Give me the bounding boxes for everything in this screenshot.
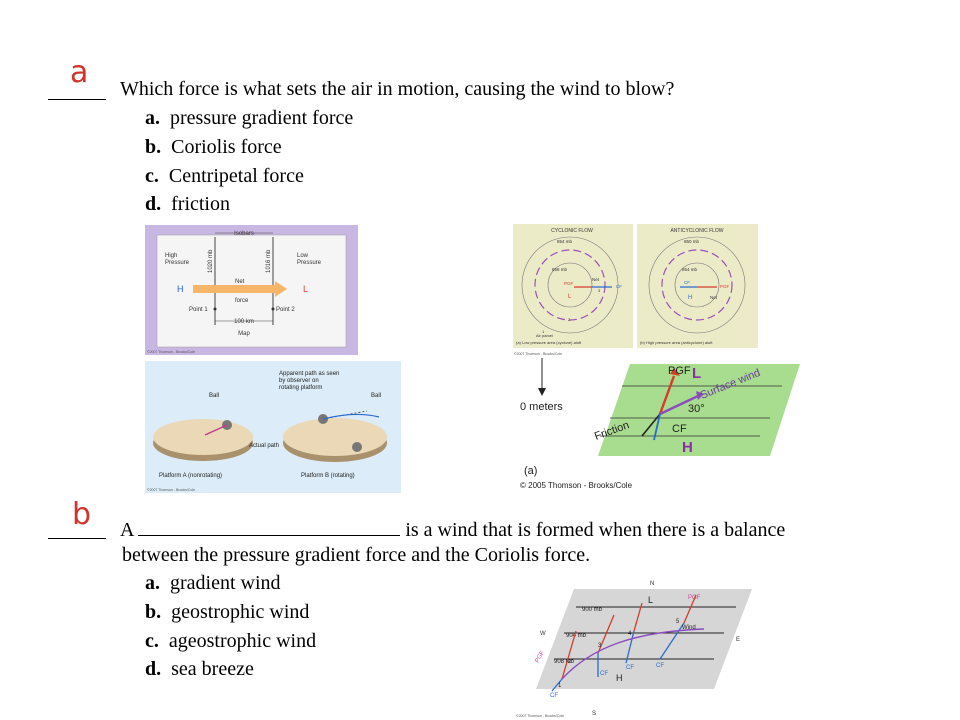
a854-label: 854 mb [682, 267, 698, 272]
geo-num-3: 3 [598, 643, 602, 649]
q2-option-c: c. ageostrophic wind [145, 630, 317, 652]
low-L-label: L [303, 284, 308, 294]
angle-label: 30° [688, 403, 705, 415]
c858-label: 858 mb [552, 267, 568, 272]
surface-wind-figure: 0 meters PGF L Surface wind 30° Friction… [512, 356, 802, 493]
question-1-text: Which force is what sets the air in moti… [120, 78, 675, 100]
map-label: Map [238, 331, 250, 337]
q2-option-b: b. geostrophic wind [145, 601, 310, 623]
ball-label-2: Ball [371, 393, 381, 399]
net-label: Net [235, 279, 245, 285]
isobars-label: Isobars [234, 231, 254, 237]
geo-H-label: H [616, 673, 623, 683]
high-line2: Pressure [165, 260, 190, 266]
c-L-label: L [568, 294, 572, 300]
geo-cf-label-4: CF [656, 663, 664, 669]
handwritten-answer-2: b [72, 497, 92, 532]
pgf-copyright: ©2007 Thomson - Brooks/Cole [147, 350, 195, 354]
north-label: N [650, 581, 654, 587]
zero-meters-label: 0 meters [520, 401, 563, 413]
surface-plane [598, 364, 800, 456]
fill-in-blank [138, 515, 401, 536]
p904-label: 904 mb [566, 633, 587, 639]
subfigure-label: (a) [524, 465, 537, 477]
c-num-1: 1 [542, 329, 545, 334]
geo-cf-label-1: CF [550, 693, 558, 699]
platform-copyright: ©2007 Thomson - Brooks/Cole [147, 488, 195, 492]
surface-copyright: © 2005 Thomson - Brooks/Cole [520, 481, 633, 490]
platform-a-label: Platform A (nonrotating) [159, 473, 222, 479]
cyclonic-title: CYCLONIC FLOW [551, 228, 593, 234]
cf-label: CF [672, 423, 687, 435]
c-num-3: 3 [598, 288, 601, 293]
q1-option-a: a. pressure gradient force [145, 107, 354, 129]
geo-cf-label-2: CF [600, 671, 608, 677]
point2-label: Point 2 [276, 307, 295, 313]
anticyclonic-title: ANTICYCLONIC FLOW [670, 228, 723, 234]
c-pgf-label: PGF [564, 281, 574, 286]
geo-num-5: 5 [676, 619, 680, 625]
actual-path-label: Actual path [249, 443, 279, 449]
q2-option-a: a. gradient wind [145, 572, 281, 594]
person-b2-icon [352, 442, 362, 452]
a850-label: 850 mb [684, 239, 700, 244]
q1-option-b: b. Coriolis force [145, 136, 282, 158]
geo-num-4: 4 [628, 631, 632, 637]
q2-option-d: d. sea breeze [145, 658, 254, 680]
ball-label-1: Ball [209, 393, 219, 399]
handwritten-answer-1: a [70, 55, 89, 90]
caption-b: (b) High pressure area (anticyclone) alo… [640, 340, 713, 345]
west-label: W [540, 631, 546, 637]
distance-label: 100 km [234, 319, 254, 325]
force-label: force [235, 298, 249, 304]
east-label: E [736, 637, 740, 643]
south-label: S [592, 711, 596, 717]
H-label: H [682, 439, 693, 456]
q1-option-c: c. Centripetal force [145, 165, 304, 187]
L-label: L [692, 365, 701, 382]
a-net-label: Net [710, 295, 718, 300]
point1-label: Point 1 [189, 307, 208, 313]
isobar-1020-label: 1020 mb [208, 249, 214, 273]
a-cf-label: CF [684, 280, 690, 285]
cyclonic-flow-figure: CYCLONIC FLOW ANTICYCLONIC FLOW 854 mb 8… [512, 223, 759, 357]
geo-wind-label: Wind [682, 625, 696, 631]
isobar-1016-label: 1016 mb [266, 249, 272, 273]
net-force-arrow [193, 281, 287, 297]
geo-L-label: L [648, 595, 653, 605]
geo-plane [536, 589, 752, 689]
geo-num-2: 2 [568, 659, 572, 665]
flow-copyright: ©2007 Thomson - Brooks/Cole [514, 352, 562, 356]
high-line1: High [165, 253, 177, 259]
p900-label: 900 mb [582, 607, 603, 613]
c-cf-label: CF [616, 284, 622, 289]
answer-blank-1 [48, 81, 106, 100]
q1-option-d: d. friction [145, 193, 230, 215]
geo-num-1: 1 [558, 683, 562, 689]
a-pgf-label: PGF [720, 284, 730, 289]
p908-label: 908 mb [554, 659, 575, 665]
c-net-label: Net [592, 277, 600, 282]
c854-label: 854 mb [557, 239, 573, 244]
answer-blank-2 [48, 520, 106, 539]
geostrophic-wind-figure: N S E W 900 mb 904 mb 908 mb L H PGF PGF… [514, 577, 764, 718]
a-H-label: H [688, 295, 692, 301]
geo-pgf-label-2: PGF [535, 650, 547, 664]
high-H-label: H [177, 284, 184, 294]
platform-b-label: Platform B (rotating) [301, 473, 355, 479]
caption-a: (a) Low pressure area (cyclone) aloft [516, 340, 582, 345]
geo-copyright: ©2007 Thomson - Brooks/Cole [516, 714, 564, 718]
air-parcel-label: Air parcel [536, 333, 553, 338]
question-2-line1: A is a wind that is formed when there is… [120, 515, 785, 542]
pgf-label: PGF [668, 365, 691, 377]
c-num-2: 2 [568, 317, 571, 322]
question-2-line2: between the pressure gradient force and … [122, 544, 591, 566]
geo-cf-label-3: CF [626, 665, 634, 671]
